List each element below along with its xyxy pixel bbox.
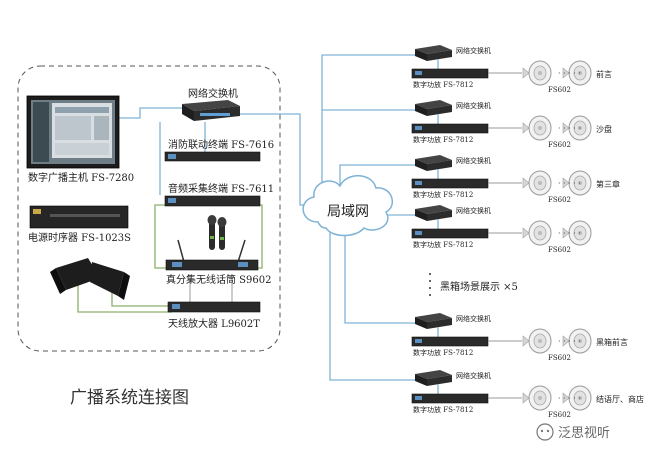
- zone-amp-device: [411, 123, 489, 134]
- audio-terminal-device: [164, 195, 261, 207]
- zone-amp-label: 数字功放 FS-7812: [413, 240, 473, 249]
- broadcast-host-label: 数字广播主机 FS-7280: [28, 171, 134, 184]
- fire-terminal-label: 消防联动终端 FS-7616: [168, 138, 274, 151]
- zone-switch-label: 网络交换机: [456, 46, 491, 55]
- speaker-left-icon: [522, 220, 552, 246]
- repeat-indicator: [429, 273, 431, 296]
- zone-amp-label: 数字功放 FS-7812: [413, 135, 473, 144]
- speaker-dots: · · · · ·: [558, 69, 581, 78]
- antenna-left-icon: [50, 258, 100, 294]
- line-antenna-left: [77, 285, 172, 313]
- speaker-left-icon: [522, 385, 552, 411]
- antenna-amp-device: [167, 301, 261, 313]
- zone-name: 结语厅、商店: [596, 394, 644, 404]
- power-sequencer-device: [29, 205, 129, 229]
- repeat-note: 黑箱场景展示 ×5: [440, 280, 518, 293]
- speaker-dots: · · · · ·: [558, 394, 581, 403]
- speaker-label: FS602: [548, 411, 571, 419]
- zone-switch-label: 网络交换机: [456, 101, 491, 110]
- speaker-right-icon: [562, 60, 592, 86]
- zone-name: 黑箱前言: [596, 337, 628, 347]
- zone-amp-device: [411, 68, 489, 79]
- power-sequencer-label: 电源时序器 FS-1023S: [28, 231, 131, 244]
- zone-amp-label: 数字功放 FS-7812: [413, 405, 473, 414]
- speaker-label: FS602: [548, 354, 571, 362]
- zone-amp-device: [411, 228, 489, 239]
- speaker-label: FS602: [548, 86, 571, 94]
- speaker-label: FS602: [548, 196, 571, 204]
- line-antenna-right: [111, 290, 172, 307]
- antenna-amp-label: 天线放大器 L9602T: [168, 317, 260, 330]
- speaker-right-icon: [562, 220, 592, 246]
- line-lan-zone6: [329, 230, 415, 381]
- speaker-dots: · · · · ·: [558, 337, 581, 346]
- antenna-right-icon: [90, 262, 130, 300]
- speaker-right-icon: [562, 115, 592, 141]
- zone-amp-label: 数字功放 FS-7812: [413, 80, 473, 89]
- line-audio-mic-2: [255, 204, 263, 269]
- line-lan-zone5: [344, 235, 415, 324]
- watermark-text: 泛思视听: [558, 426, 610, 441]
- speaker-right-icon: [562, 328, 592, 354]
- watermark-logo-icon: [536, 423, 554, 441]
- speaker-dots: · · · · ·: [558, 229, 581, 238]
- dashed-control-room-border: [17, 65, 281, 352]
- zone-name: 沙盘: [596, 124, 612, 134]
- network-switch-device: [182, 100, 240, 121]
- zone-switch-device: [415, 370, 452, 386]
- speaker-left-icon: [522, 170, 552, 196]
- zone-switch-device: [415, 205, 452, 221]
- wireless-mic-device: [165, 215, 259, 271]
- line-audio-mic: [154, 204, 170, 269]
- fire-terminal-device: [164, 151, 261, 162]
- speaker-label: FS602: [548, 246, 571, 254]
- speaker-left-icon: [522, 60, 552, 86]
- broadcast-host-device: [26, 95, 120, 169]
- zone-switch-label: 网络交换机: [456, 206, 491, 215]
- wireless-mic-label: 真分集无线话筒 S9602: [166, 273, 271, 286]
- speaker-right-icon: [562, 170, 592, 196]
- audio-terminal-label: 音频采集终端 FS-7611: [168, 182, 274, 195]
- zone-name: 前言: [596, 69, 612, 79]
- speaker-left-icon: [522, 115, 552, 141]
- zone-switch-label: 网络交换机: [456, 371, 491, 380]
- zone-amp-label: 数字功放 FS-7812: [413, 348, 473, 357]
- speaker-right-icon: [562, 385, 592, 411]
- lan-cloud: 局域网: [302, 175, 394, 237]
- zone-switch-label: 网络交换机: [456, 314, 491, 323]
- zone-switch-label: 网络交换机: [456, 156, 491, 165]
- diagram-title: 广播系统连接图: [70, 388, 189, 408]
- speaker-label: FS602: [548, 141, 571, 149]
- lan-label: 局域网: [327, 204, 369, 220]
- zone-switch-device: [415, 100, 452, 116]
- zone-amp-device: [411, 336, 489, 347]
- zone-name: 第三章: [596, 179, 620, 189]
- network-switch-label: 网络交换机: [188, 87, 238, 100]
- zone-switch-device: [415, 45, 452, 61]
- zone-amp-device: [411, 178, 489, 189]
- speaker-left-icon: [522, 328, 552, 354]
- line-host-switch: [115, 107, 182, 119]
- zone-switch-device: [415, 313, 452, 329]
- speaker-dots: · · · · ·: [558, 179, 581, 188]
- speaker-dots: · · · · ·: [558, 124, 581, 133]
- zone-amp-label: 数字功放 FS-7812: [413, 190, 473, 199]
- zone-switch-device: [415, 155, 452, 171]
- zone-amp-device: [411, 393, 489, 404]
- line-lan-zone1: [321, 54, 415, 196]
